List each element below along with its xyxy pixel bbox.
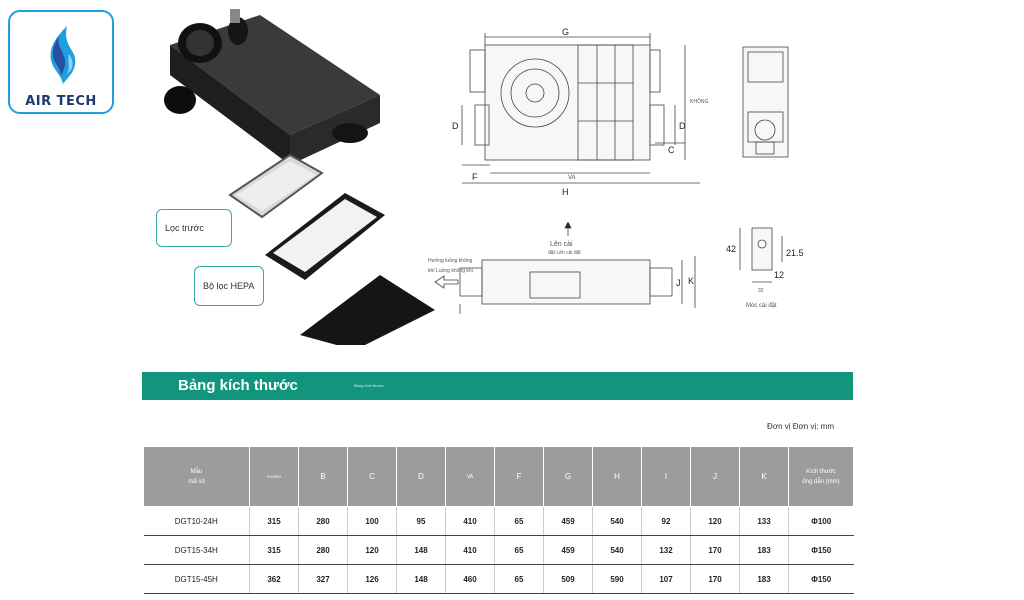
flame-drop-icon	[50, 26, 76, 84]
top-view-drawing: G D D C F VA H KHÔNG	[452, 27, 708, 197]
cell: 540	[592, 506, 642, 536]
dim-j: J	[676, 278, 681, 288]
up-label: Lên cài	[550, 241, 573, 248]
up-sub-label: đặt Lên cài đặt	[548, 250, 581, 256]
cell: 132	[641, 535, 691, 565]
col-f: F	[494, 446, 544, 507]
airflow-label-1: Hướng luồng không	[428, 258, 473, 264]
cell: 65	[494, 564, 544, 594]
dim-g: G	[562, 27, 569, 37]
dim-h: H	[562, 187, 569, 197]
table-row: DGT10-24H 315 280 100 95 410 65 459 540 …	[143, 506, 854, 536]
cell: 183	[739, 535, 789, 565]
col-duct-line2: ống dẫn (mm)	[802, 478, 840, 485]
cell: 100	[347, 506, 397, 536]
cell: 280	[298, 506, 348, 536]
table-header-row: Mẫu mã số KHÔNG B C D VA F G H I J K Kích…	[143, 446, 854, 507]
cell-model: DGT15-34H	[143, 535, 250, 565]
cell: 65	[494, 506, 544, 536]
cell: 170	[690, 535, 740, 565]
col-duct-size: Kích thước ống dẫn (mm)	[788, 446, 854, 507]
dim-c: C	[668, 145, 675, 155]
col-model-line2: mã số	[188, 478, 205, 485]
cell: 183	[739, 564, 789, 594]
cell-model: DGT15-45H	[143, 564, 250, 594]
col-c: C	[347, 446, 397, 507]
cell: 120	[347, 535, 397, 565]
col-d: D	[396, 446, 446, 507]
cell: 590	[592, 564, 642, 594]
col-model-line1: Mẫu	[190, 468, 203, 475]
pre-filter-callout: Lọc trước	[156, 209, 232, 247]
cell: 540	[592, 535, 642, 565]
cell: 509	[543, 564, 593, 594]
hook-dim-32: 32	[758, 288, 764, 294]
cell: 410	[445, 535, 495, 565]
dim-k: K	[688, 276, 694, 286]
banner-title: Bảng kích thước	[178, 377, 298, 394]
cell: 148	[396, 564, 446, 594]
cell: 327	[298, 564, 348, 594]
dim-d-right: D	[679, 121, 686, 131]
cell: 315	[249, 506, 299, 536]
hook-detail-drawing: 42 21.5 12 32 Móc cài đặt	[726, 227, 804, 309]
cell: Φ150	[788, 535, 854, 565]
cell: 65	[494, 535, 544, 565]
hook-caption: Móc cài đặt	[746, 303, 777, 309]
col-duct-line1: Kích thước	[806, 468, 836, 475]
table-row: DGT15-45H 362 327 126 148 460 65 509 590…	[143, 564, 854, 594]
dim-d-left: D	[452, 121, 459, 131]
airflow-label-2: khí Luồng không khí	[428, 268, 474, 274]
cell: Φ150	[788, 564, 854, 594]
cell: 410	[445, 506, 495, 536]
logo: AIR TECH	[8, 10, 114, 114]
section-banner: Bảng kích thước Bảng kích thước	[142, 372, 853, 400]
end-view-drawing	[742, 46, 789, 158]
cell-model: DGT10-24H	[143, 506, 250, 536]
dimension-table: Mẫu mã số KHÔNG B C D VA F G H I J K Kích…	[143, 446, 854, 594]
cell: 120	[690, 506, 740, 536]
cell: 280	[298, 535, 348, 565]
dim-f: F	[472, 172, 478, 182]
col-j: J	[690, 446, 740, 507]
product-illustration	[150, 9, 435, 345]
col-i: I	[641, 446, 691, 507]
cell: 460	[445, 564, 495, 594]
cell: 459	[543, 506, 593, 536]
hook-dim-21-5: 21.5	[786, 248, 804, 258]
col-va: VA	[445, 446, 495, 507]
cell: 459	[543, 535, 593, 565]
banner-subtitle: Bảng kích thước	[354, 383, 384, 388]
cell: 107	[641, 564, 691, 594]
hepa-filter-callout: Bộ lọc HEPA	[194, 266, 264, 306]
col-khong-label: KHÔNG	[266, 474, 282, 479]
logo-text: AIR TECH	[25, 94, 97, 109]
hook-dim-42: 42	[726, 244, 736, 254]
col-model: Mẫu mã số	[143, 446, 250, 507]
cell: 133	[739, 506, 789, 536]
hook-dim-12: 12	[774, 270, 784, 280]
dim-khong: KHÔNG	[690, 98, 708, 105]
cell: 126	[347, 564, 397, 594]
cell: 315	[249, 535, 299, 565]
col-h: H	[592, 446, 642, 507]
col-g: G	[543, 446, 593, 507]
col-khong: KHÔNG	[249, 446, 299, 507]
side-view-drawing: Lên cài đặt Lên cài đặt J K Hướng luồng …	[428, 222, 696, 314]
col-va-label: VA	[466, 473, 474, 480]
cell: 170	[690, 564, 740, 594]
col-k: K	[739, 446, 789, 507]
cell: 92	[641, 506, 691, 536]
dim-va: VA	[568, 175, 576, 181]
table-row: DGT15-34H 315 280 120 148 410 65 459 540…	[143, 535, 854, 565]
cell: 95	[396, 506, 446, 536]
cell: 148	[396, 535, 446, 565]
col-b: B	[298, 446, 348, 507]
unit-note: Đơn vị Đơn vị: mm	[767, 422, 834, 431]
cell: Φ100	[788, 506, 854, 536]
cell: 362	[249, 564, 299, 594]
